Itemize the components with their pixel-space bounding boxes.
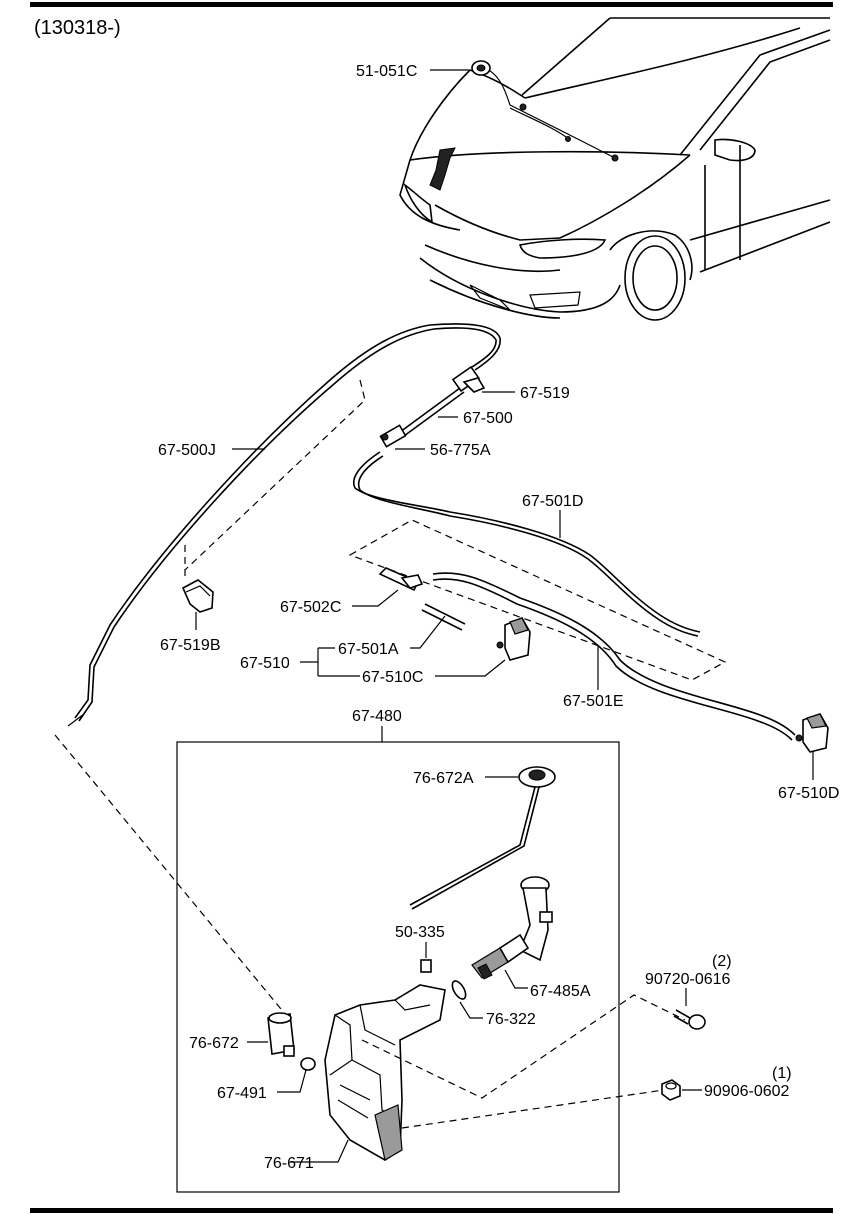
part-56-775A [379,424,407,448]
label-67-510D: 67-510D [778,785,839,802]
label-67-510: 67-510 [240,655,290,672]
label-67-519: 67-519 [520,385,570,402]
hose-67-501E [432,572,796,741]
label-51-051C: 51-051C [356,63,417,80]
part-76-322 [451,980,467,1000]
part-67-510D [795,713,829,753]
part-67-519B [181,579,214,630]
label-67-500J: 67-500J [158,442,216,459]
part-67-491 [300,1057,316,1071]
label-67-519B: 67-519B [160,637,221,654]
label-90720-0616: 90720-0616 [645,971,731,988]
qty-90906-0602: (1) [772,1065,792,1082]
label-76-322: 76-322 [486,1011,536,1028]
part-76-671 [324,984,446,1161]
label-76-672A: 76-672A [413,770,474,787]
part-76-672 [267,1012,295,1057]
label-76-672: 76-672 [189,1035,239,1052]
part-90906-0602 [661,1079,681,1101]
label-50-335: 50-335 [395,924,445,941]
label-76-671: 76-671 [264,1155,314,1172]
label-67-510C: 67-510C [362,669,423,686]
part-50-335 [420,959,432,973]
car-illustration [399,17,831,321]
label-67-501E: 67-501E [563,693,624,710]
label-56-775A: 56-775A [430,442,491,459]
label-67-480: 67-480 [352,708,402,725]
hose-67-500J [74,323,501,722]
label-90906-0602: 90906-0602 [704,1083,790,1100]
bottom-rule [30,1208,833,1213]
filler-neck [518,876,553,962]
part-90720-0616 [673,1009,706,1030]
hose-67-501D [353,451,701,637]
label-67-501D: 67-501D [522,493,583,510]
label-67-491: 67-491 [217,1085,267,1102]
top-rule [30,2,833,7]
label-67-501A: 67-501A [338,641,399,658]
label-67-500: 67-500 [463,410,513,427]
part-67-502C [378,567,424,592]
part-67-519 [451,365,486,393]
part-76-672A [409,766,556,910]
part-67-510C [496,616,531,661]
qty-90720-0616: (2) [712,953,732,970]
header-code: (130318-) [34,17,121,39]
label-67-502C: 67-502C [280,599,341,616]
label-67-485A: 67-485A [530,983,591,1000]
tank-assembly-box [176,741,620,1193]
part-51-051C [430,60,491,76]
part-67-485A [471,933,530,980]
